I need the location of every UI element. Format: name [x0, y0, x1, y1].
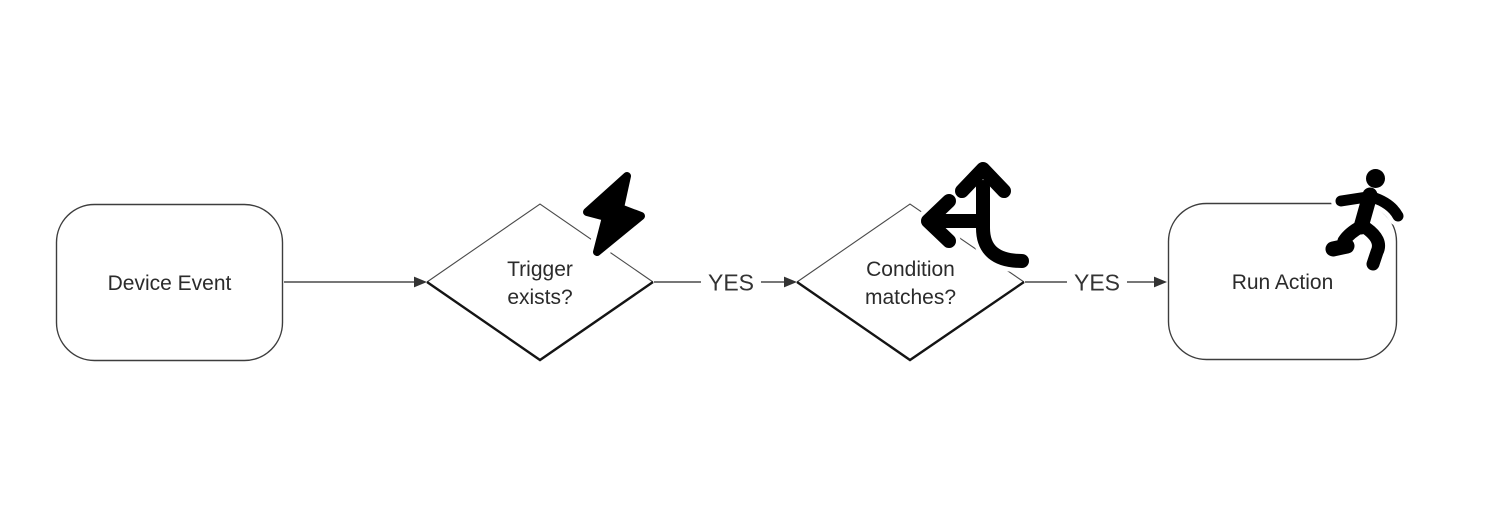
decision-label-trigger-exists: Trigger exists?: [507, 256, 573, 312]
decision-label-line: matches?: [864, 286, 957, 309]
edge-label-yes-1: YES: [700, 269, 762, 296]
split-arrows-icon: [916, 157, 1034, 273]
edge-label-yes-2: YES: [1066, 269, 1128, 296]
device-event-node-shape: [55, 203, 284, 362]
arrowhead-icon: [414, 276, 427, 288]
decision-label-condition-matches: Condition matches?: [865, 256, 956, 312]
decision-label-line: exists?: [507, 286, 573, 309]
person-running-icon: [1321, 164, 1408, 275]
arrowhead-icon: [1154, 276, 1167, 288]
arrowhead-icon: [784, 276, 797, 288]
decision-label-line: Trigger: [507, 258, 573, 281]
connector-device-to-trigger: [284, 276, 427, 288]
lightning-bolt-icon: [578, 167, 650, 261]
node-label-run-action: Run Action: [1231, 271, 1334, 294]
decision-label-line: Condition: [866, 258, 955, 281]
node-label-device-event: Device Event: [107, 271, 232, 295]
